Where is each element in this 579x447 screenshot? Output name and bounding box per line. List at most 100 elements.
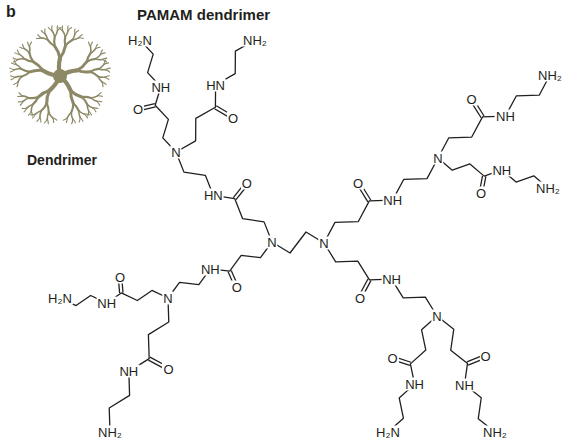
atom-label: NH xyxy=(118,365,139,378)
atom-label: HN xyxy=(205,78,226,91)
dendrimer-branch xyxy=(23,44,25,48)
dendrimer-branch xyxy=(101,82,103,87)
atom-label: N xyxy=(170,146,181,159)
panel-title: PAMAM dendrimer xyxy=(137,6,270,23)
chain-bond xyxy=(438,75,550,158)
dendrimer-branch xyxy=(87,59,96,62)
atom-label: O xyxy=(114,270,126,283)
atom-label: NH₂ xyxy=(242,34,268,47)
dendrimer-branch xyxy=(97,95,102,97)
dendrimer-branch xyxy=(41,103,46,111)
dendrimer-branch xyxy=(62,26,63,31)
dendrimer-branch xyxy=(19,54,24,59)
dendrimer-branch xyxy=(99,68,106,70)
dendrimer-branch xyxy=(30,70,43,72)
atom-label: NH xyxy=(96,297,117,310)
dendrimer-branch xyxy=(35,111,41,114)
figure-caption: Dendrimer xyxy=(26,153,98,167)
atom-label: O xyxy=(475,186,487,199)
chain-bond xyxy=(324,243,437,316)
atom-label: N xyxy=(431,310,442,323)
atom-label: NH₂ xyxy=(97,426,123,439)
dendrimer-branch xyxy=(47,112,48,119)
dendrimer-branch xyxy=(22,107,27,109)
dendrimer-branch xyxy=(101,53,106,54)
dendrimer-branch xyxy=(79,111,80,118)
dendrimer-branch xyxy=(63,118,67,120)
dendrimer-branch xyxy=(28,111,31,115)
dendrimer-branch xyxy=(15,76,22,78)
dendrimer-branch xyxy=(24,49,29,54)
dendrimer-branch xyxy=(106,70,110,72)
dendrimer-branch xyxy=(29,47,31,54)
dendrimer-branch xyxy=(60,46,65,58)
bond-lines xyxy=(60,40,550,432)
dendrimer-illustration xyxy=(10,26,110,124)
dendrimer-branch xyxy=(18,76,22,81)
atom-label: NH xyxy=(200,262,221,275)
atom-label: N xyxy=(266,236,277,249)
dendrimer-branch xyxy=(77,62,87,71)
chain-bond xyxy=(324,158,438,243)
dendrimer-branch xyxy=(55,46,60,58)
dendrimer-branch xyxy=(91,49,96,54)
dendrimer-branch xyxy=(88,111,89,116)
dendrimer-branch xyxy=(31,114,36,116)
dendrimer-branch xyxy=(23,96,29,98)
dendrimer-branch xyxy=(71,112,72,119)
dendrimer-branch xyxy=(65,40,72,46)
dendrimer-branch xyxy=(60,70,77,76)
atom-label: H₂N xyxy=(47,292,73,305)
dendrimer-branch xyxy=(93,108,96,112)
dendrimer-branch xyxy=(63,31,66,37)
atom-label: NH xyxy=(495,110,516,123)
dendrimer-branch xyxy=(87,105,88,112)
dendrimer-branch xyxy=(105,77,109,79)
atom-label: NH₂ xyxy=(537,69,563,82)
atom-label: O xyxy=(479,350,491,363)
dendrimer-branch xyxy=(96,58,103,60)
dendrimer-branch xyxy=(96,47,101,48)
dendrimer-branch xyxy=(44,119,47,123)
dendrimer-branch xyxy=(68,27,72,30)
core-ethylene-bond xyxy=(272,232,324,253)
dendrimer-branch xyxy=(29,97,38,98)
chain-bond xyxy=(438,158,548,188)
dendrimer-branch xyxy=(97,101,100,105)
atom-label: NH₂ xyxy=(482,426,508,439)
atom-label: O xyxy=(132,103,144,116)
chain-bond xyxy=(140,40,176,152)
dendrimer-branch xyxy=(44,29,45,34)
dendrimer-branch xyxy=(51,26,52,31)
dendrimer-branch xyxy=(38,35,42,38)
atom-label: O xyxy=(227,111,239,124)
dendrimer-branch xyxy=(59,58,60,76)
atom-label: NH xyxy=(381,273,402,286)
panel-letter: b xyxy=(5,4,17,20)
dendrimer-branch xyxy=(79,117,80,122)
dendrimer-branch xyxy=(82,97,87,105)
dendrimer-branch xyxy=(16,64,21,69)
dendrimer-branch xyxy=(29,53,33,62)
atom-label: H₂N xyxy=(127,34,153,47)
dendrimer-branch xyxy=(45,34,48,40)
atom-label: O xyxy=(465,93,477,106)
chain-bond xyxy=(109,298,169,432)
atom-label: O xyxy=(352,176,364,189)
atom-label: NH xyxy=(404,378,425,391)
dendrimer-branch xyxy=(21,69,30,72)
dendrimer-branch xyxy=(27,105,33,108)
atom-label: NH xyxy=(150,80,171,93)
chain-bond xyxy=(437,316,495,432)
dendrimer-branch xyxy=(49,76,60,91)
atom-label: NH₂ xyxy=(535,182,561,195)
dendrimer-branch xyxy=(10,68,15,69)
atom-label: H₂N xyxy=(375,426,401,439)
dendrimer-branch xyxy=(30,42,32,46)
dendrimer-branch xyxy=(91,98,97,101)
dendrimer-branch xyxy=(60,76,71,91)
atom-label: O xyxy=(231,281,243,294)
atom-label: O xyxy=(162,362,174,375)
dendrimer-branch xyxy=(43,70,60,76)
